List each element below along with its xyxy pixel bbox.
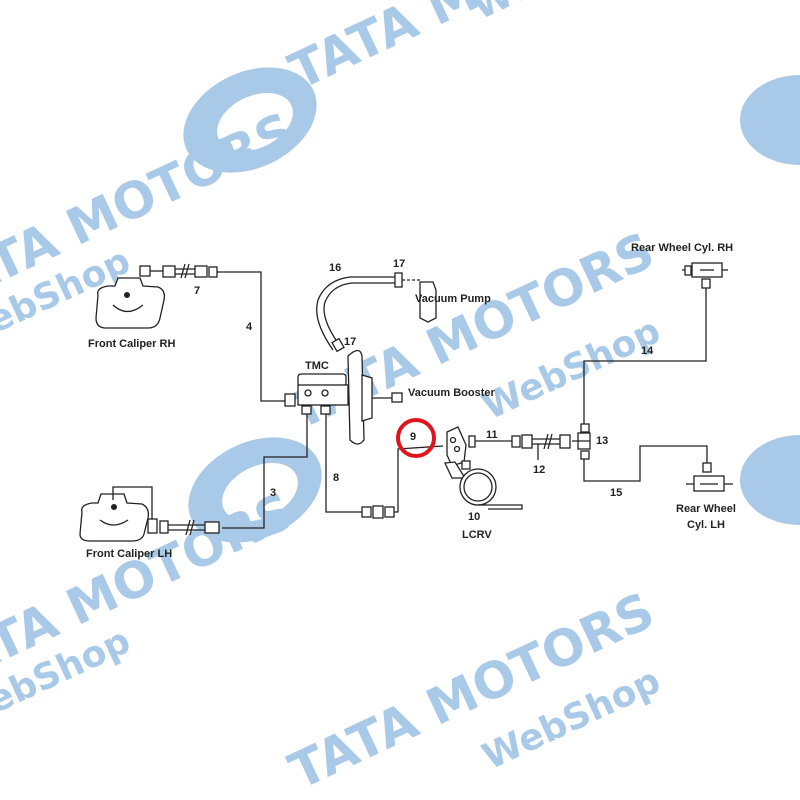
line-15 [583, 445, 708, 482]
vacuum-booster [347, 349, 403, 445]
vacuum-pump [419, 281, 437, 323]
hose-7 [150, 263, 218, 279]
vacuum-hose-16 [316, 272, 420, 353]
front-caliper-lh [79, 486, 158, 542]
union-fittings [361, 505, 395, 519]
tmc [284, 373, 349, 415]
part-number-7: 7 [194, 285, 200, 297]
rear-wheel-cyl-rh [682, 262, 728, 289]
watermark-sub: WebShop [466, 0, 656, 28]
label-rear-wheel-cyl-lh-line1: Rear Wheel [676, 503, 736, 515]
part-number-10: 10 [468, 511, 480, 523]
part-number-3: 3 [270, 487, 276, 499]
label-front-caliper-lh: Front Caliper LH [86, 548, 172, 560]
line-3 [222, 414, 308, 529]
line-9 [394, 445, 444, 513]
label-rear-wheel-cyl-lh-line2: Cyl. LH [687, 519, 725, 531]
watermark-brand: TATA MOTORS [281, 0, 663, 101]
highlight-circle [396, 418, 436, 458]
part-number-13: 13 [596, 435, 608, 447]
label-front-caliper-rh: Front Caliper RH [88, 338, 175, 350]
part-number-11: 11 [486, 429, 498, 441]
part-number-14: 14 [641, 345, 654, 357]
part-number-17-top: 17 [393, 258, 405, 270]
line-14 [583, 288, 707, 424]
part-number-12: 12 [533, 464, 545, 476]
tee-13 [572, 423, 591, 460]
line-4 [217, 271, 285, 402]
front-caliper-rh [95, 265, 166, 329]
fitting [468, 435, 476, 448]
part-number-9: 9 [410, 431, 416, 443]
hose-front-lh [159, 519, 220, 536]
part-number-8: 8 [333, 472, 339, 484]
part-number-15: 15 [610, 487, 622, 499]
line-8 [325, 414, 362, 513]
label-lcrv: LCRV [462, 529, 492, 541]
tata-logo-icon [183, 67, 800, 543]
hose-12 [511, 433, 571, 460]
rear-wheel-cyl-lh [686, 462, 733, 492]
part-number-16: 16 [329, 262, 341, 274]
label-vacuum-booster: Vacuum Booster [408, 387, 496, 399]
label-vacuum-pump: Vacuum Pump [415, 293, 491, 305]
part-number-4: 4 [246, 321, 253, 333]
label-rear-wheel-cyl-rh: Rear Wheel Cyl. RH [631, 242, 733, 254]
label-tmc: TMC [305, 360, 329, 372]
part-number-17-booster: 17 [344, 336, 356, 348]
lcrv [444, 426, 523, 510]
